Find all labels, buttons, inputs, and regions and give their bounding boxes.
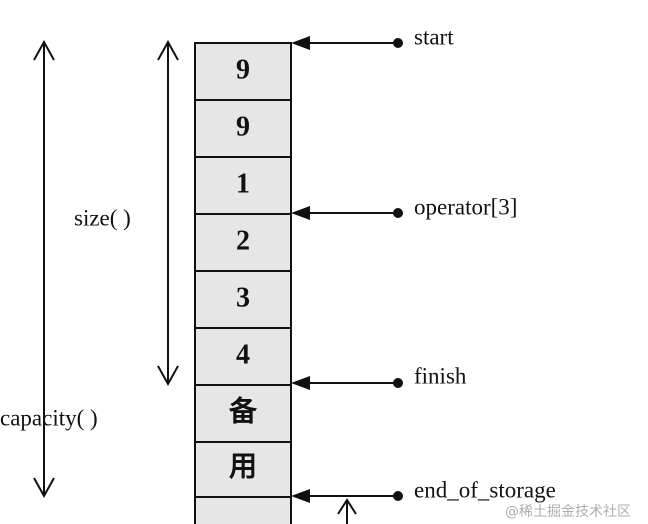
capacity-label: capacity( )	[0, 405, 98, 430]
memory-cell-5: 4	[194, 327, 292, 386]
memory-cell-0: 9	[194, 42, 292, 101]
bottom-up-arrow	[337, 498, 357, 524]
size-label: size( )	[74, 205, 131, 230]
end-of-storage-label: end_of_storage	[414, 477, 556, 502]
pointer-dot-icon	[393, 491, 403, 501]
memory-cell-4: 3	[194, 270, 292, 329]
memory-cell-3: 2	[194, 213, 292, 272]
memory-cell-value: 9	[236, 54, 250, 85]
finish-pointer: finish	[291, 363, 467, 390]
finish-label: finish	[414, 363, 467, 388]
memory-cell-value: 3	[236, 282, 250, 313]
arrow-left-icon	[291, 206, 310, 220]
memory-cell-value: 1	[236, 168, 250, 199]
arrow-left-icon	[291, 489, 310, 503]
arrow-left-icon	[291, 376, 310, 390]
start-label: start	[414, 24, 454, 49]
memory-cell-2: 1	[194, 156, 292, 215]
memory-cell-value: 2	[236, 225, 250, 256]
operator-label: operator[3]	[414, 194, 517, 219]
memory-cell-value: 备	[228, 395, 258, 427]
size-arrow	[157, 39, 179, 387]
pointer-dot-icon	[393, 208, 403, 218]
memory-cell-value: 9	[236, 111, 250, 142]
memory-cell-1: 9	[194, 99, 292, 158]
start-pointer: start	[291, 24, 454, 50]
watermark-text: @稀土掘金技术社区	[505, 504, 631, 520]
memory-column: 9 9 1 2 3 4 备 用	[194, 42, 292, 524]
pointer-dot-icon	[393, 378, 403, 388]
end-of-storage-pointer: end_of_storage	[291, 477, 556, 503]
operator-pointer: operator[3]	[291, 194, 517, 220]
arrow-left-icon	[291, 36, 310, 50]
memory-cell-value: 用	[229, 451, 257, 482]
memory-cell-8	[194, 496, 292, 524]
capacity-arrow	[33, 39, 55, 499]
memory-cell-value: 4	[236, 339, 250, 370]
memory-cell-6: 备	[194, 384, 292, 443]
memory-cell-7: 用	[194, 441, 292, 498]
pointer-dot-icon	[393, 38, 403, 48]
